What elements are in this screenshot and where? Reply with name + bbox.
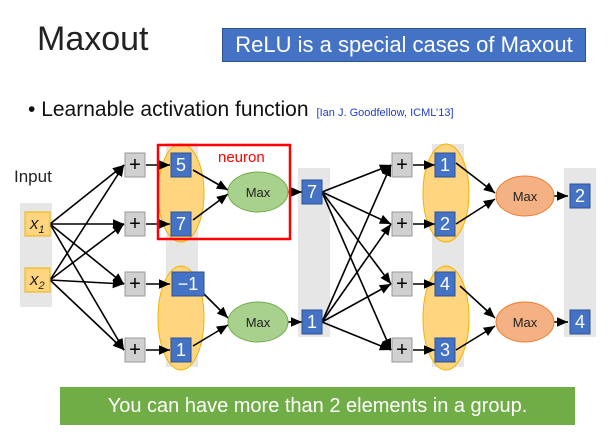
layer2-value-box — [434, 337, 456, 363]
arrow — [49, 279, 125, 351]
layer2-value-text: 2 — [440, 214, 450, 234]
bullet-text: Learnable activation function — [41, 98, 309, 121]
arrow — [455, 325, 496, 351]
layer2-value-box — [434, 211, 456, 237]
arrow — [49, 223, 125, 281]
plus-node-text: + — [129, 213, 141, 235]
input-box — [24, 267, 51, 293]
relu-banner: ReLU is a special cases of Maxout — [222, 28, 586, 62]
input-box — [24, 211, 51, 237]
arrow — [49, 223, 125, 285]
arrow — [455, 162, 496, 194]
plus-node-box — [124, 271, 146, 297]
layer1-value-text: 5 — [176, 155, 186, 175]
layer2-value-text: 4 — [440, 274, 450, 294]
arrow — [321, 191, 392, 351]
plus-node-box — [391, 337, 413, 363]
arrow — [321, 191, 392, 225]
layer1-value-box — [170, 337, 192, 363]
arrow — [321, 164, 392, 323]
arrow — [199, 289, 229, 319]
layer1-output-box — [301, 309, 323, 335]
plus-node-box — [391, 211, 413, 237]
input-label: Input — [14, 167, 52, 186]
arrow — [49, 223, 125, 351]
layer1-output-text: 1 — [307, 312, 317, 332]
max-label: Max — [246, 185, 271, 200]
plus-node-text: + — [129, 273, 141, 295]
layer1-value-text: 1 — [176, 340, 186, 360]
max-label: Max — [246, 315, 271, 330]
layer1-value-box — [170, 152, 192, 178]
layer1-value-text: 7 — [176, 214, 186, 234]
max-node — [227, 301, 289, 343]
bullet-point: • Learnable activation function[Ian J. G… — [28, 98, 454, 121]
arrow — [49, 278, 125, 289]
plus-node-text: + — [396, 154, 408, 176]
plus-node-text: + — [396, 273, 408, 295]
plus-node-text: + — [129, 154, 141, 176]
layer2-output-text: 4 — [575, 312, 585, 332]
layer2-output-text: 2 — [575, 186, 585, 206]
neuron-label: neuron — [218, 149, 265, 166]
arrow — [192, 324, 229, 347]
bottom-note: You can have more than 2 elements in a g… — [60, 387, 575, 425]
plus-node-text: + — [396, 213, 408, 235]
plus-node-text: + — [396, 339, 408, 361]
layer2-output-box — [569, 309, 591, 335]
arrow — [49, 164, 125, 225]
arrow — [455, 198, 496, 225]
arrow — [459, 285, 496, 319]
layer2-value-box — [434, 271, 456, 297]
max-node — [227, 171, 289, 213]
arrow — [321, 223, 392, 323]
max-label: Max — [513, 189, 538, 204]
arrow — [321, 283, 392, 323]
slide-title: Maxout — [37, 20, 149, 58]
layer1-output-box — [301, 179, 323, 205]
arrow — [321, 164, 392, 193]
max-node — [495, 175, 555, 217]
layer1-value-text: −1 — [178, 274, 199, 294]
neuron-highlight-box — [156, 143, 292, 241]
layer2-output-box — [569, 183, 591, 209]
layer1-value-box — [171, 271, 205, 297]
layer2-value-text: 3 — [440, 340, 450, 360]
plus-node-box — [391, 271, 413, 297]
layer1-value-box — [170, 211, 192, 237]
max-label: Max — [513, 315, 538, 330]
max-node — [495, 301, 555, 343]
arrow — [49, 164, 125, 281]
plus-node-text: + — [129, 339, 141, 361]
arrow — [192, 169, 229, 191]
layer2-value-box — [434, 152, 456, 178]
plus-node-box — [124, 211, 146, 237]
plus-node-box — [391, 152, 413, 178]
arrow — [321, 321, 392, 351]
citation: [Ian J. Goodfellow, ICML’13] — [316, 107, 454, 119]
plus-node-box — [124, 337, 146, 363]
arrow — [192, 193, 229, 221]
layer1-output-text: 7 — [307, 182, 317, 202]
plus-node-box — [124, 152, 146, 178]
arrow — [321, 191, 392, 285]
layer2-value-text: 1 — [440, 155, 450, 175]
